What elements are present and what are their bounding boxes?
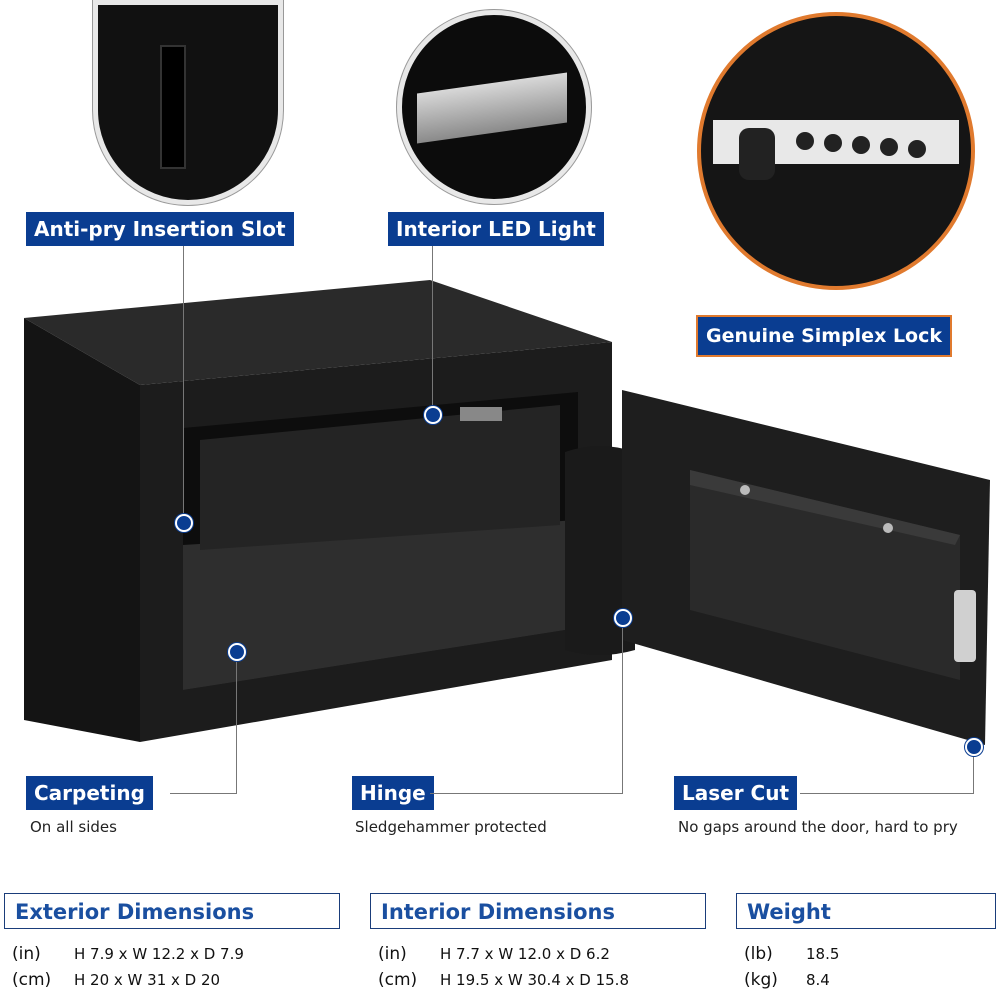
- anti-pry-callout-line: [183, 246, 184, 522]
- keypad-button: [796, 132, 814, 150]
- lock-label: Genuine Simplex Lock: [696, 315, 952, 357]
- interior-dimensions-heading: Interior Dimensions: [370, 893, 706, 929]
- led-strip: [417, 72, 567, 144]
- lock-detail-circle: [697, 12, 975, 290]
- hinge-callout-line: [622, 620, 623, 794]
- laser-label: Laser Cut: [674, 776, 798, 810]
- anti-pry-callout-dot: [175, 514, 193, 532]
- carpeting-label: Carpeting: [26, 776, 153, 810]
- exterior-row-in: (in)H 7.9 x W 12.2 x D 7.9: [12, 944, 244, 964]
- keypad-button: [880, 138, 898, 156]
- weight-heading: Weight: [736, 893, 996, 929]
- laser-callout-dot: [965, 738, 983, 756]
- carpeting-callout-line: [236, 652, 237, 794]
- carpeting-subtext: On all sides: [30, 818, 117, 836]
- keypad-button: [852, 136, 870, 154]
- led-label: Interior LED Light: [388, 212, 604, 246]
- interior-row-cm: (cm)H 19.5 x W 30.4 x D 15.8: [378, 970, 629, 990]
- anti-pry-label: Anti-pry Insertion Slot: [26, 212, 294, 246]
- laser-subtext: No gaps around the door, hard to pry: [678, 818, 958, 836]
- laser-callout-line: [973, 746, 974, 794]
- led-callout-line: [432, 246, 433, 414]
- laser-callout-hline: [800, 793, 973, 794]
- carpeting-callout-dot: [228, 643, 246, 661]
- anti-pry-detail-circle: [93, 0, 283, 205]
- weight-row-kg: (kg)8.4: [744, 970, 830, 990]
- interior-row-in: (in)H 7.7 x W 12.0 x D 6.2: [378, 944, 610, 964]
- exterior-dimensions-heading: Exterior Dimensions: [4, 893, 340, 929]
- keypad-button: [824, 134, 842, 152]
- carpeting-callout-hline: [170, 793, 236, 794]
- hinge-subtext: Sledgehammer protected: [355, 818, 547, 836]
- hinge-callout-dot: [614, 609, 632, 627]
- exterior-row-cm: (cm)H 20 x W 31 x D 20: [12, 970, 221, 990]
- hinge-label: Hinge: [352, 776, 434, 810]
- led-callout-dot: [424, 406, 442, 424]
- weight-row-lb: (lb)18.5: [744, 944, 840, 964]
- lock-knob: [739, 128, 775, 180]
- keypad-button: [908, 140, 926, 158]
- slot-shape: [160, 45, 186, 169]
- led-detail-circle: [397, 10, 591, 204]
- hinge-callout-hline: [430, 793, 622, 794]
